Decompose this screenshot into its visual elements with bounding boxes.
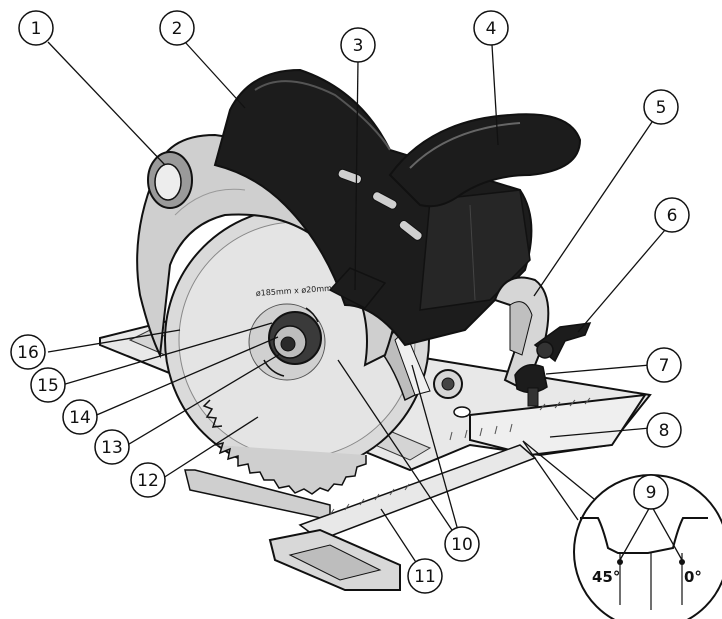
- callout-2-label: 2: [172, 19, 183, 39]
- callout-5: 5: [643, 89, 679, 125]
- callout-2: 2: [159, 10, 195, 46]
- callout-6-label: 6: [667, 206, 678, 226]
- callout-15-label: 15: [37, 376, 59, 396]
- callout-7-label: 7: [659, 356, 670, 376]
- callout-9-label: 9: [646, 483, 657, 503]
- callout-5-label: 5: [656, 98, 667, 118]
- rear-handle: [388, 113, 582, 208]
- callout-3-label: 3: [353, 36, 364, 56]
- depth-lock-knob: [514, 364, 548, 407]
- callout-1-label: 1: [31, 19, 42, 39]
- callout-15: 15: [30, 367, 66, 403]
- callout-9: 9: [633, 474, 669, 510]
- callout-11: 11: [407, 558, 443, 594]
- bevel-bracket: [493, 276, 550, 392]
- angle-inset: 45° 0°: [573, 474, 722, 619]
- motor-housing: [213, 68, 533, 347]
- callout-13-label: 13: [101, 438, 123, 458]
- callout-14-label: 14: [69, 408, 91, 428]
- bevel-lock-knob: [533, 322, 592, 363]
- callout-1: 1: [18, 10, 54, 46]
- angle-label-45: 45°: [592, 568, 620, 586]
- front-knob: [328, 267, 387, 309]
- callout-11-label: 11: [414, 567, 436, 587]
- callout-16-label: 16: [17, 343, 39, 363]
- callout-3: 3: [340, 27, 376, 63]
- dust-extraction-port: [147, 151, 193, 209]
- callout-10-label: 10: [451, 535, 473, 555]
- callout-12-label: 12: [137, 471, 159, 491]
- pivot-bolt: [433, 369, 471, 418]
- parallel-guide: [184, 444, 537, 591]
- callout-4: 4: [473, 10, 509, 46]
- leader-lines: [47, 41, 666, 577]
- callout-8-label: 8: [659, 421, 670, 441]
- callout-12: 12: [130, 462, 166, 498]
- callout-7: 7: [646, 347, 682, 383]
- callout-6: 6: [654, 197, 690, 233]
- callout-4-label: 4: [486, 19, 497, 39]
- angle-label-0: 0°: [684, 568, 702, 586]
- callout-10: 10: [444, 526, 480, 562]
- callout-14: 14: [62, 399, 98, 435]
- callout-13: 13: [94, 429, 130, 465]
- callout-16: 16: [10, 334, 46, 370]
- callout-8: 8: [646, 412, 682, 448]
